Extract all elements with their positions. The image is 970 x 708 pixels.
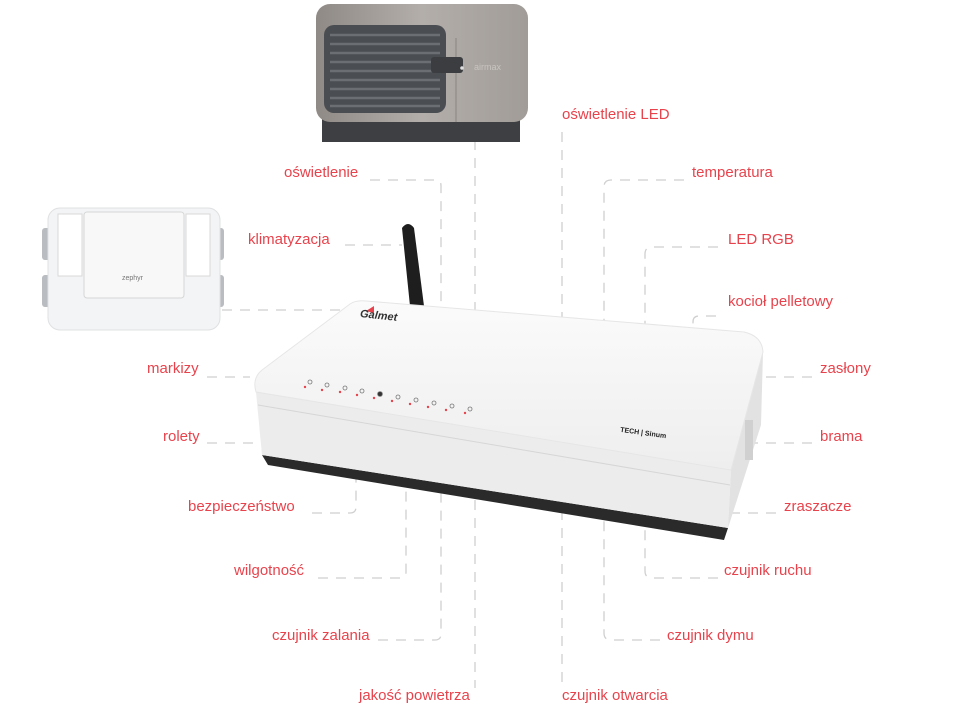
line-czujnik-ruchu — [644, 520, 718, 579]
recuperator-image — [42, 207, 224, 331]
heat-pump-brand: airmax — [474, 62, 502, 72]
label-zaslony: zasłony — [820, 360, 871, 377]
line-bezpieczenstwo — [312, 465, 357, 514]
label-led-rgb: LED RGB — [728, 231, 794, 248]
label-czujnik-ruchu: czujnik ruchu — [724, 562, 812, 579]
label-czujnik-zalania: czujnik zalania — [272, 627, 370, 644]
label-kociol-pelletowy: kocioł pelletowy — [728, 293, 834, 310]
label-oswietlenie-led: oświetlenie LED — [562, 106, 670, 123]
antenna-image — [402, 224, 424, 306]
label-rolety: rolety — [163, 428, 200, 445]
recuperator-brand: zephyr — [122, 275, 144, 282]
label-czujnik-dymu: czujnik dymu — [667, 627, 754, 644]
line-kociol — [692, 315, 716, 330]
heat-pump-image — [316, 4, 528, 142]
line-temperatura — [603, 179, 684, 330]
line-wilgotnosc — [318, 485, 407, 579]
label-oswietlenie: oświetlenie — [284, 164, 359, 181]
label-temperatura: temperatura — [692, 164, 773, 181]
label-klimatyzacja: klimatyzacja — [248, 231, 330, 248]
label-wilgotnosc: wilgotność — [234, 562, 305, 579]
label-markizy: markizy — [147, 360, 199, 377]
line-led-rgb — [644, 246, 718, 325]
label-zraszacze: zraszacze — [784, 498, 852, 515]
line-czujnik-zalania — [378, 490, 442, 641]
label-brama: brama — [820, 428, 863, 445]
label-czujnik-otwarcia: czujnik otwarcia — [562, 687, 668, 704]
line-czujnik-dymu — [603, 515, 660, 641]
router-image — [254, 300, 764, 540]
label-bezpieczenstwo: bezpieczeństwo — [188, 498, 295, 515]
line-oswietlenie — [370, 179, 442, 330]
label-jakosc-powietrza: jakość powietrza — [359, 687, 470, 704]
